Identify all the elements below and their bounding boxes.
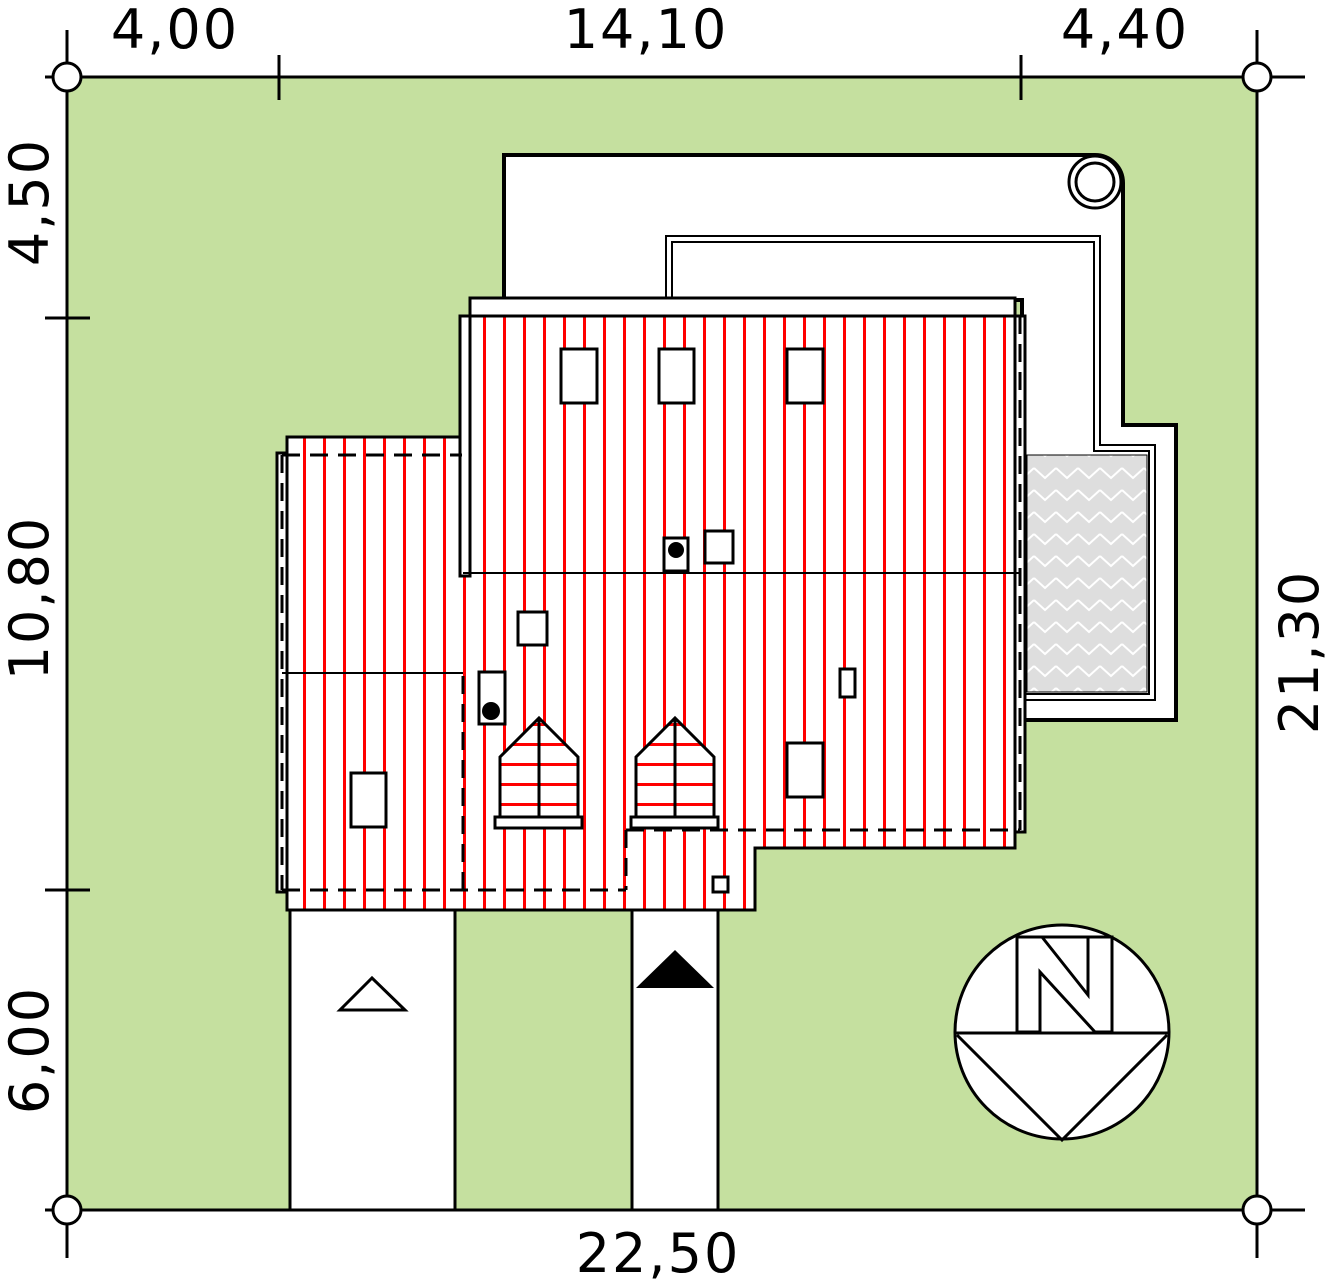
skylight (657, 347, 696, 405)
skylight (349, 771, 388, 829)
roof-vent (703, 529, 735, 565)
roof-vent (711, 875, 730, 894)
north-compass-icon: N (953, 923, 1171, 1143)
pool (1026, 454, 1148, 693)
driveway-left (288, 903, 457, 1212)
compass-letter (1015, 935, 1114, 1034)
dim-right: 21,30 (1268, 570, 1328, 735)
corner-markers (51, 61, 1273, 1226)
dim-left-bottom: 6,00 (0, 986, 61, 1114)
skylight (785, 741, 825, 799)
skylight (559, 347, 599, 405)
dim-top-left: 4,00 (111, 0, 239, 61)
roof-vent (516, 610, 549, 647)
dim-left-middle: 10,80 (0, 516, 61, 681)
main-entrance-arrow-icon (636, 950, 714, 988)
skylights (349, 347, 857, 894)
house-roof (275, 296, 1027, 912)
dormer (493, 715, 584, 830)
roof-vent (838, 667, 857, 699)
dim-bottom: 22,50 (576, 1222, 741, 1285)
dormer (629, 715, 720, 830)
dim-left-top: 4,50 (0, 138, 61, 266)
skylight (785, 347, 825, 405)
chimneys (477, 536, 690, 726)
dim-top-right: 4,40 (1061, 0, 1189, 61)
entrance-arrow-outline-icon (336, 975, 409, 1012)
terrace-inner-edge (665, 235, 1156, 701)
dim-top-middle: 14,10 (564, 0, 729, 61)
